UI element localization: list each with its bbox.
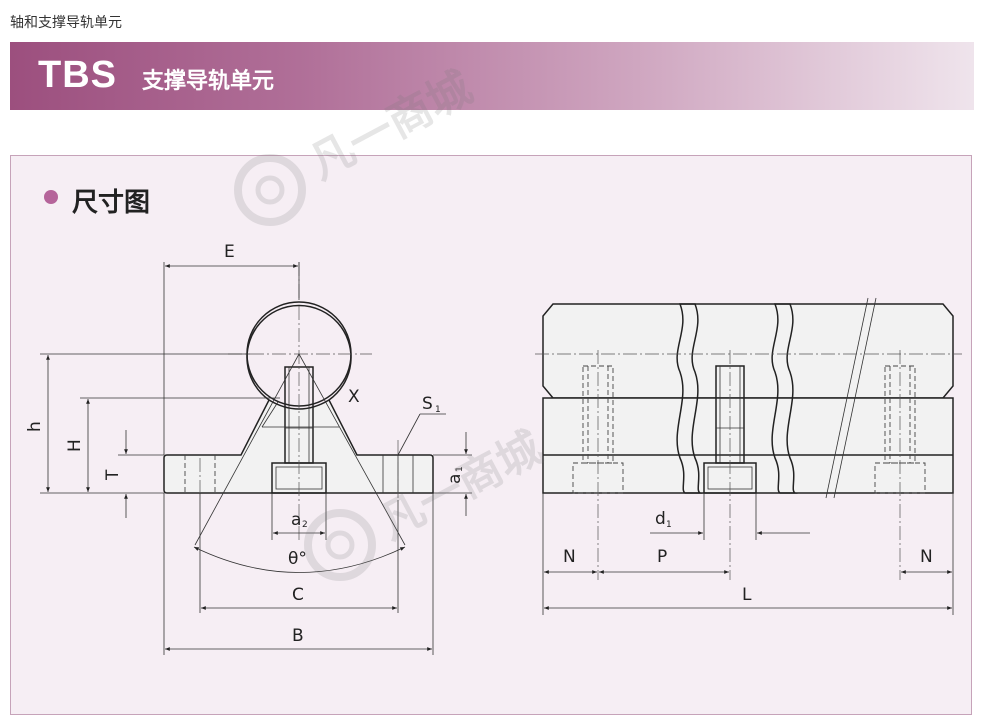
dim-label-a1-sub: 1 bbox=[455, 466, 465, 472]
banner-product-title: 支撑导轨单元 bbox=[142, 69, 275, 94]
dim-label-X: X bbox=[348, 387, 360, 407]
dim-label-P: P bbox=[657, 547, 667, 567]
cross-section-view bbox=[40, 262, 472, 655]
rail-body bbox=[542, 397, 954, 494]
dim-label-d1: d bbox=[655, 509, 666, 529]
title-banner: TBS 支撑导轨单元 bbox=[10, 42, 974, 110]
dim-label-theta: θ° bbox=[288, 549, 307, 569]
section-title: 尺寸图 bbox=[72, 188, 151, 218]
support-body bbox=[163, 398, 434, 494]
shaft-side bbox=[542, 303, 954, 399]
dim-label-a1: a bbox=[445, 474, 465, 484]
dim-label-N-left: N bbox=[563, 547, 576, 567]
dim-label-h: h bbox=[25, 421, 45, 432]
dim-label-S1-sub: 1 bbox=[435, 405, 441, 415]
dim-label-E: E bbox=[224, 242, 235, 262]
side-view bbox=[535, 297, 962, 615]
dim-label-a2-sub: 2 bbox=[302, 520, 308, 530]
dim-label-H: H bbox=[65, 439, 85, 452]
dim-label-N-right: N bbox=[920, 547, 933, 567]
dim-label-B: B bbox=[292, 626, 304, 646]
dim-label-S1: S bbox=[422, 394, 433, 414]
dim-label-L: L bbox=[742, 585, 752, 605]
section-bullet-icon bbox=[44, 190, 58, 204]
dim-label-a2: a bbox=[291, 510, 301, 530]
dim-label-C: C bbox=[292, 585, 304, 605]
dim-label-T: T bbox=[103, 469, 123, 481]
banner-product-code: TBS bbox=[38, 54, 117, 96]
dim-label-d1-sub: 1 bbox=[666, 520, 672, 530]
breadcrumb: 轴和支撑导轨单元 bbox=[10, 15, 122, 31]
